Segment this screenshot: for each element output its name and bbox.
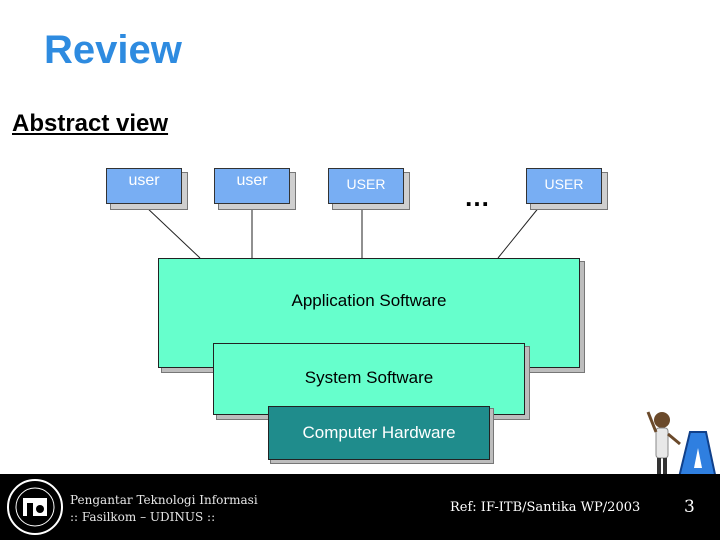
system-software-layer: System Software [213,343,525,415]
connector-line-1 [144,205,201,259]
footer-reference: Ref: IF-ITB/Santika WP/2003 [450,500,641,515]
user-box-label: user [236,172,268,189]
user-box-3: USER [328,168,404,204]
footer-course-line1: Pengantar Teknologi Informasi [70,493,258,507]
footer-course-info: Pengantar Teknologi Informasi :: Fasilko… [70,492,258,526]
computer-hardware-layer: Computer Hardware [268,406,490,460]
slide-subtitle: Abstract view [12,110,169,137]
connector-line-4 [497,205,541,259]
user-box-2: user [214,168,290,204]
footer-course-line2: :: Fasilkom – UDINUS :: [70,510,216,524]
ellipsis: … [464,182,491,212]
user-box-label: USER [346,176,386,192]
layer-label: System Software [304,368,434,387]
user-box-1: user [106,168,182,204]
page-number: 3 [684,497,695,517]
footer-bar [0,474,720,540]
user-box-label: USER [544,176,584,192]
user-box-label: user [128,172,160,189]
layer-label: Computer Hardware [302,423,456,442]
university-logo-icon [7,479,63,535]
slide-title: Review [44,28,182,72]
user-box-4: USER [526,168,602,204]
layer-label: Application Software [291,291,447,310]
